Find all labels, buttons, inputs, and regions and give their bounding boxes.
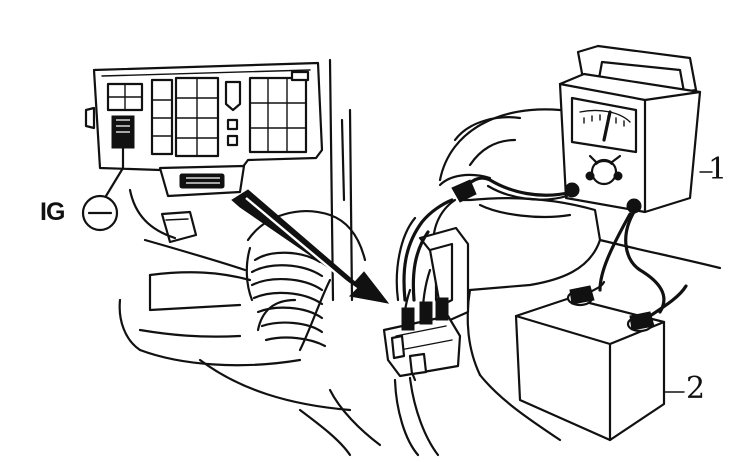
battery: [514, 280, 688, 442]
ig-leader: [81, 146, 125, 232]
meter-needle: [602, 110, 612, 142]
engine-bay-outline: [118, 58, 722, 457]
pointer-arrow: [231, 189, 390, 304]
check-connector: [382, 198, 470, 457]
tester-callout-number: 1: [708, 152, 728, 187]
tester-leads: [451, 176, 666, 314]
ig-label: IG: [40, 198, 65, 226]
battery-callout-number: 2: [686, 371, 706, 406]
fuse-box: [84, 61, 324, 198]
callout-leaders: [663, 171, 713, 393]
tester-meter: [558, 44, 702, 214]
